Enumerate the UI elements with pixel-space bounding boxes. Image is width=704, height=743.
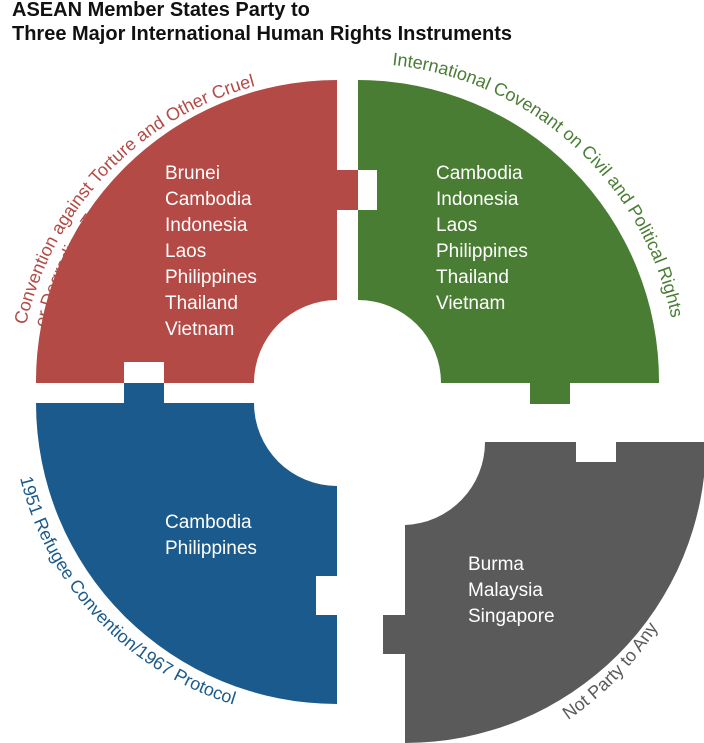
country-name: Cambodia [165, 512, 252, 533]
not-party-quadrant [383, 442, 704, 743]
country-name: Thailand [436, 267, 509, 288]
country-name: Vietnam [436, 293, 505, 314]
country-name: Philippines [165, 267, 257, 288]
country-name: Philippines [165, 538, 257, 559]
country-name: Cambodia [436, 163, 523, 184]
refugee-country-list: Cambodia Philippines [165, 512, 257, 559]
country-name: Thailand [165, 293, 238, 314]
country-name: Laos [436, 215, 477, 236]
country-name: Vietnam [165, 319, 234, 340]
country-name: Philippines [436, 241, 528, 262]
torture-quadrant [35, 80, 359, 383]
country-name: Brunei [165, 163, 220, 184]
country-name: Burma [468, 554, 524, 575]
country-name: Singapore [468, 606, 555, 627]
not-party-country-list: Burma Malaysia Singapore [468, 554, 555, 627]
country-name: Malaysia [468, 580, 543, 601]
country-name: Cambodia [165, 189, 252, 210]
diagram-title-line1: ASEAN Member States Party to [12, 0, 310, 21]
country-name: Indonesia [165, 215, 248, 236]
torture-country-list: Brunei Cambodia Indonesia Laos Philippin… [165, 163, 257, 340]
country-name: Indonesia [436, 189, 519, 210]
country-name: Laos [165, 241, 206, 262]
refugee-quadrant [36, 383, 337, 704]
iccpr-country-list: Cambodia Indonesia Laos Philippines Thai… [436, 163, 528, 314]
iccpr-quadrant [358, 80, 660, 404]
diagram-title-line2: Three Major International Human Rights I… [12, 23, 512, 45]
